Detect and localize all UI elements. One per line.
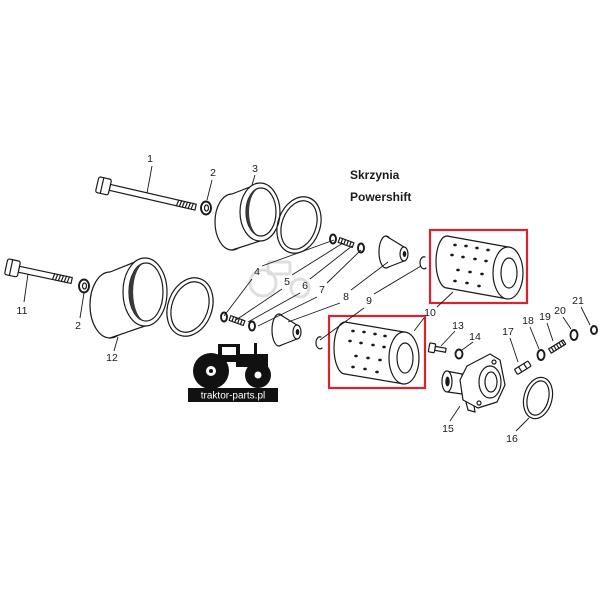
part-number-labels: 1 2 3 4 5 6 7 8 9 10 11 2 12 13 14 15 16… <box>17 153 584 445</box>
label-part-11: 11 <box>17 305 28 317</box>
ring-part-20 <box>569 329 579 341</box>
washer-part-2-upper <box>200 200 212 216</box>
circlip-part-9-upper <box>419 256 427 270</box>
leader-lines <box>23 165 591 432</box>
title-line-2: Powershift <box>350 190 411 204</box>
ring-part-18 <box>536 349 546 361</box>
label-part-8: 8 <box>343 291 349 303</box>
piston-part-8-upper <box>378 235 409 269</box>
logo-text: traktor-parts.pl <box>201 391 265 402</box>
tractor-icon <box>193 343 271 389</box>
label-part-4: 4 <box>254 266 260 278</box>
washer-part-2-lower <box>78 278 90 294</box>
label-part-7: 7 <box>319 284 325 296</box>
filter-cylinder-lower <box>333 321 420 385</box>
label-part-19: 19 <box>539 311 551 323</box>
bolt-part-11 <box>4 258 73 285</box>
logo-bar <box>188 388 278 402</box>
pin-part-17 <box>514 360 532 375</box>
label-part-14: 14 <box>469 331 481 343</box>
label-part-9: 9 <box>366 295 372 307</box>
label-part-18: 18 <box>522 315 534 327</box>
label-part-13: 13 <box>452 320 464 332</box>
small-parts-upper <box>329 233 365 254</box>
label-part-3: 3 <box>252 163 258 175</box>
o-ring-upper <box>276 196 322 254</box>
filter-cylinder-part-10 <box>435 235 524 300</box>
title-line-1: Skrzynia <box>350 168 400 182</box>
label-part-17: 17 <box>502 326 514 338</box>
bolt-part-13 <box>427 342 447 354</box>
highlight-box-lower <box>327 314 427 390</box>
highlight-box-upper <box>428 228 529 305</box>
piston-part-8-lower <box>271 313 302 347</box>
traktor-parts-logo: traktor-parts.pl <box>188 343 278 402</box>
label-part-15: 15 <box>442 423 454 435</box>
watermark-tractor-icon <box>248 260 311 299</box>
small-parts-lower <box>220 311 256 332</box>
label-part-5: 5 <box>284 276 290 288</box>
label-part-16: 16 <box>506 433 518 445</box>
label-part-10: 10 <box>424 307 436 319</box>
label-part-21: 21 <box>572 295 584 307</box>
label-part-1: 1 <box>147 153 153 165</box>
label-part-12: 12 <box>106 352 118 364</box>
flange-housing-part-15 <box>441 353 506 413</box>
bolt-part-1 <box>95 176 197 211</box>
cylinder-part-3 <box>214 182 281 251</box>
label-part-2-lower: 2 <box>75 320 81 332</box>
washer-part-14 <box>454 348 464 360</box>
label-part-20: 20 <box>554 305 566 317</box>
o-ring-lower <box>166 277 214 337</box>
cylinder-part-12 <box>89 257 168 339</box>
circlip-part-9-lower <box>315 336 323 350</box>
label-part-2-upper: 2 <box>210 167 216 179</box>
ring-part-21 <box>590 325 598 335</box>
o-ring-part-16 <box>522 376 554 420</box>
label-part-6: 6 <box>302 280 308 292</box>
threaded-rod-part-19 <box>548 339 567 354</box>
